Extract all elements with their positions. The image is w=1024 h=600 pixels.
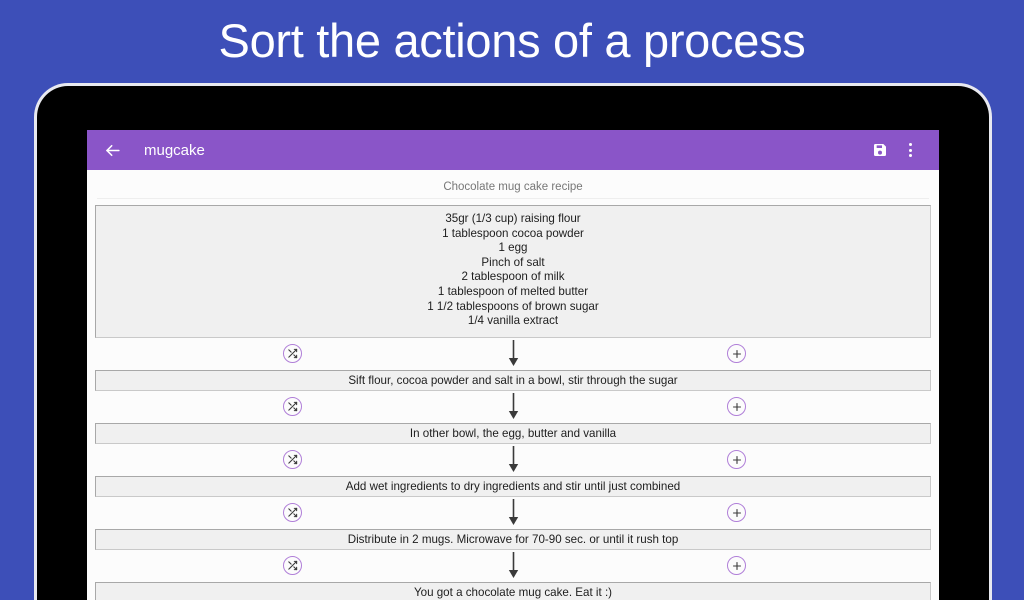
step-item[interactable]: Distribute in 2 mugs. Microwave for 70-9…	[95, 528, 931, 550]
tablet-device: mugcake Chocolate mug cake recipe 35gr (…	[34, 83, 992, 600]
ingredient-line: 1/4 vanilla extract	[467, 314, 559, 328]
down-arrow-icon	[93, 499, 933, 526]
overflow-menu-icon[interactable]	[895, 135, 925, 165]
connector-row	[93, 550, 933, 582]
app-toolbar: mugcake	[87, 130, 939, 170]
device-screen: mugcake Chocolate mug cake recipe 35gr (…	[87, 130, 939, 600]
ingredient-line: 1 tablespoon cocoa powder	[442, 226, 584, 240]
toolbar-title: mugcake	[144, 141, 205, 159]
add-step-icon[interactable]	[727, 503, 746, 523]
connector-row	[93, 391, 933, 423]
ingredient-line: 2 tablespoon of milk	[461, 270, 565, 284]
save-icon[interactable]	[865, 135, 895, 165]
step-item[interactable]: You got a chocolate mug cake. Eat it :)	[95, 581, 931, 600]
down-arrow-icon	[93, 393, 933, 420]
connector-row	[93, 497, 933, 529]
document-title: Chocolate mug cake recipe	[443, 181, 583, 193]
title-divider	[97, 198, 929, 199]
shuffle-icon[interactable]	[283, 556, 302, 576]
ingredient-line: 1 1/2 tablespoons of brown sugar	[427, 299, 599, 313]
down-arrow-icon	[93, 446, 933, 473]
promo-headline: Sort the actions of a process	[218, 14, 806, 67]
add-step-icon[interactable]	[727, 556, 746, 576]
recipe-content: Chocolate mug cake recipe 35gr (1/3 cup)…	[87, 170, 939, 600]
back-arrow-icon[interactable]	[97, 135, 127, 165]
device-bezel: mugcake Chocolate mug cake recipe 35gr (…	[37, 86, 989, 600]
step-item[interactable]: Sift flour, cocoa powder and salt in a b…	[95, 369, 931, 391]
shuffle-icon[interactable]	[283, 450, 302, 470]
down-arrow-icon	[93, 552, 933, 579]
shuffle-icon[interactable]	[283, 503, 302, 523]
ingredient-line: 35gr (1/3 cup) raising flour	[445, 212, 581, 225]
add-step-icon[interactable]	[727, 344, 746, 364]
add-step-icon[interactable]	[727, 397, 746, 417]
three-dots-glyph	[908, 143, 912, 157]
ingredients-panel[interactable]: 35gr (1/3 cup) raising flour 1 tablespoo…	[95, 205, 931, 338]
step-item[interactable]: In other bowl, the egg, butter and vanil…	[95, 422, 931, 444]
add-step-icon[interactable]	[727, 450, 746, 470]
ingredient-line: 1 tablespoon of melted butter	[437, 284, 589, 298]
shuffle-icon[interactable]	[283, 397, 302, 417]
ingredient-line: 1 egg	[498, 241, 528, 255]
down-arrow-icon	[93, 340, 933, 367]
connector-row	[93, 338, 933, 370]
connector-row	[93, 444, 933, 476]
ingredient-line: Pinch of salt	[481, 255, 545, 269]
shuffle-icon[interactable]	[283, 344, 302, 364]
step-item[interactable]: Add wet ingredients to dry ingredients a…	[95, 475, 931, 497]
